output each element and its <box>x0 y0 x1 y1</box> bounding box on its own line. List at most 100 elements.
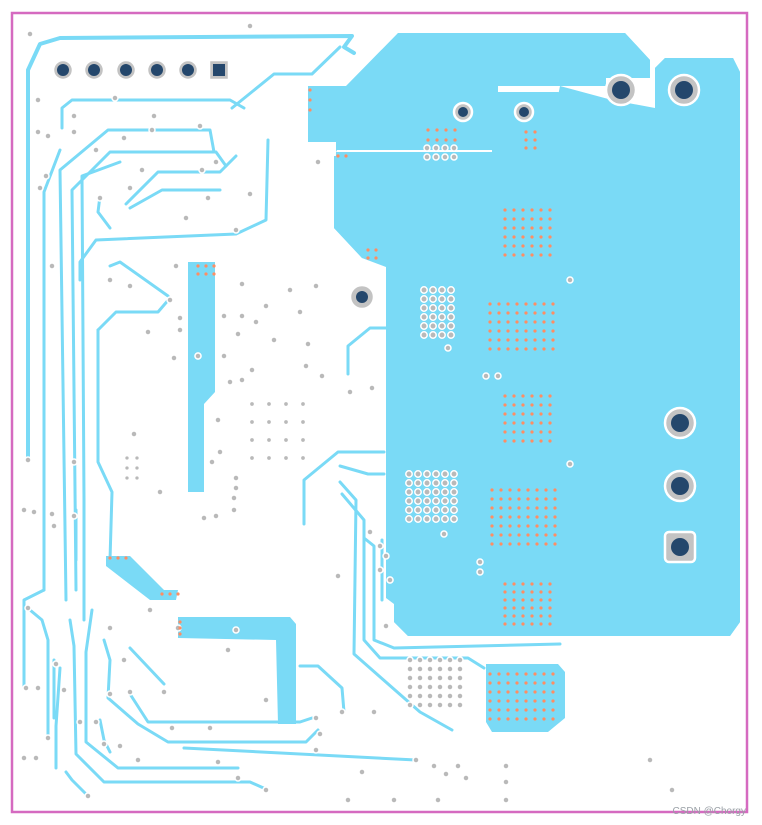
via <box>26 30 34 38</box>
thermal-via <box>524 320 528 324</box>
thermal-via <box>542 690 546 694</box>
thermal-via <box>497 302 501 306</box>
via <box>447 295 455 303</box>
thermal-via <box>553 488 557 492</box>
via <box>316 730 324 738</box>
bottom-right-copper-patch <box>486 664 565 732</box>
thermal-via <box>521 622 525 626</box>
via <box>168 724 176 732</box>
thermal-via <box>548 244 552 248</box>
thermal-via <box>533 708 537 712</box>
thermal-via <box>533 130 537 134</box>
thermal-via <box>512 412 516 416</box>
thermal-via <box>533 347 537 351</box>
via <box>450 497 458 505</box>
via <box>150 112 158 120</box>
thermal-via <box>533 338 537 342</box>
thermal-via <box>542 311 546 315</box>
thermal-via <box>548 614 552 618</box>
thermal-via <box>512 244 516 248</box>
thermal-via <box>542 708 546 712</box>
thermal-via <box>503 582 507 586</box>
via <box>44 734 52 742</box>
mounting-pad <box>348 283 376 311</box>
via <box>482 372 490 380</box>
via <box>426 656 434 664</box>
via <box>248 418 256 426</box>
via <box>450 515 458 523</box>
thermal-via <box>542 329 546 333</box>
thermal-via <box>499 533 503 537</box>
thermal-via <box>499 488 503 492</box>
via <box>414 479 422 487</box>
thermal-via <box>548 622 552 626</box>
via <box>416 692 424 700</box>
via <box>382 622 390 630</box>
via <box>226 378 234 386</box>
thermal-via <box>490 506 494 510</box>
thermal-via <box>548 403 552 407</box>
thermal-via <box>512 403 516 407</box>
via <box>106 276 114 284</box>
thermal-via <box>497 347 501 351</box>
thermal-via <box>488 690 492 694</box>
thermal-via <box>521 606 525 610</box>
thermal-via <box>544 515 548 519</box>
via <box>456 665 464 673</box>
via <box>170 354 178 362</box>
thermal-via <box>521 590 525 594</box>
thermal-via <box>521 244 525 248</box>
header-connector <box>51 58 231 82</box>
thermal-via <box>524 699 528 703</box>
via <box>52 660 60 668</box>
via <box>414 497 422 505</box>
thermal-via <box>344 154 348 158</box>
thermal-via <box>503 421 507 425</box>
thermal-via <box>503 244 507 248</box>
thermal-via <box>488 338 492 342</box>
via <box>34 128 42 136</box>
thermal-via <box>526 533 530 537</box>
thermal-via <box>108 556 112 560</box>
via <box>646 756 654 764</box>
thermal-via-arrays <box>108 88 557 721</box>
via <box>441 497 449 505</box>
via <box>166 296 174 304</box>
thermal-via <box>512 208 516 212</box>
via <box>146 606 154 614</box>
thermal-via <box>524 717 528 721</box>
thermal-via <box>490 533 494 537</box>
thermal-via <box>539 598 543 602</box>
via <box>436 701 444 709</box>
via <box>406 665 414 673</box>
via <box>405 497 413 505</box>
thermal-via <box>508 497 512 501</box>
thermal-via <box>488 347 492 351</box>
header-pin-2 <box>82 58 106 82</box>
terminal-pad-3-square <box>663 530 697 564</box>
via <box>148 126 156 134</box>
thermal-via <box>524 672 528 676</box>
via <box>414 470 422 478</box>
via <box>416 665 424 673</box>
thermal-via <box>503 606 507 610</box>
thermal-via <box>499 515 503 519</box>
thermal-via <box>544 488 548 492</box>
thermal-via <box>551 672 555 676</box>
via <box>370 708 378 716</box>
via <box>420 295 428 303</box>
via <box>312 714 320 722</box>
thermal-via <box>542 347 546 351</box>
vertical-copper-strip <box>188 262 215 492</box>
thermal-via <box>517 524 521 528</box>
thermal-via <box>515 699 519 703</box>
via <box>133 464 141 472</box>
thermal-via <box>497 708 501 712</box>
via <box>406 692 414 700</box>
thermal-via <box>530 439 534 443</box>
via <box>172 262 180 270</box>
thermal-via <box>539 614 543 618</box>
via <box>376 542 384 550</box>
thermal-via <box>515 320 519 324</box>
via <box>426 683 434 691</box>
